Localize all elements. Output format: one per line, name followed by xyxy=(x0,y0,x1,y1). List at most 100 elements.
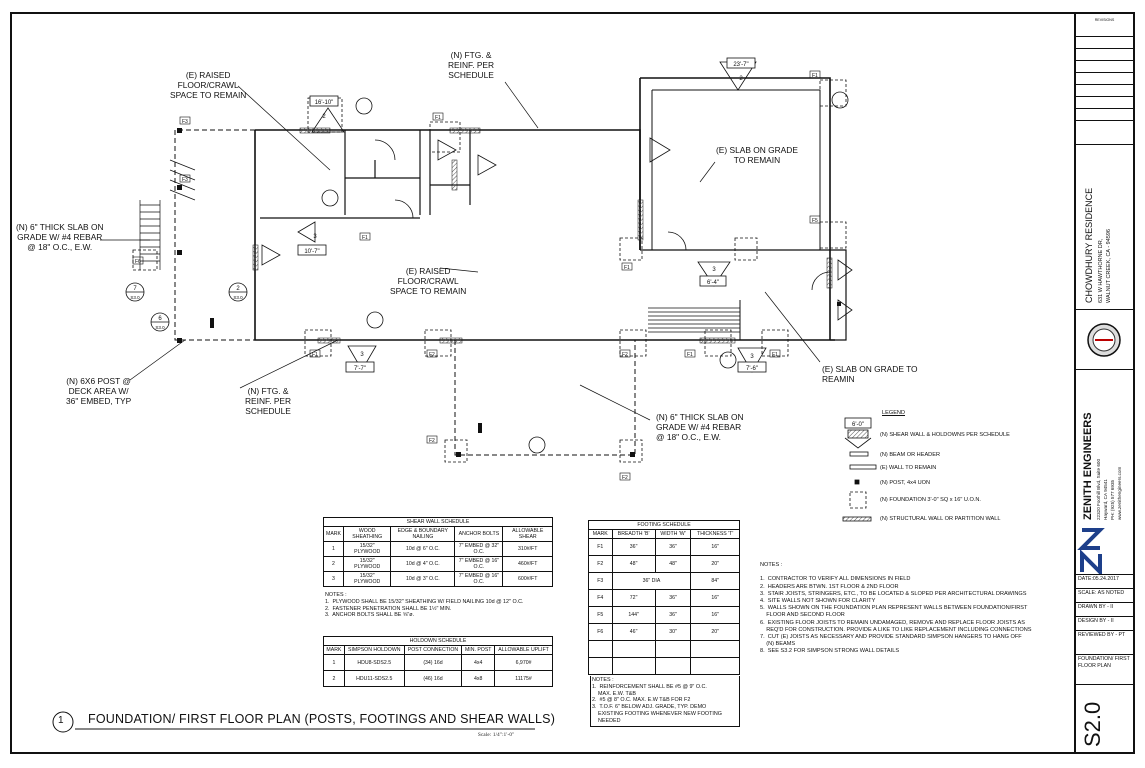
legend-item: (N) BEAM OR HEADER xyxy=(880,452,940,458)
cell: 30" xyxy=(654,623,692,641)
cell: F4 xyxy=(588,589,613,607)
cell: HDU8-SDS2.5 xyxy=(343,654,405,671)
svg-text:F1: F1 xyxy=(624,265,630,271)
cell: 3 xyxy=(323,571,344,587)
project-address-1: 631 W HAWTHORNE DR, xyxy=(1098,238,1104,303)
svg-text:6: 6 xyxy=(158,316,162,322)
legend-item: (N) SHEAR WALL & HOLDOWNS PER SCHEDULE xyxy=(880,432,1010,438)
cell: 7" EMBED @ 16" O.C. xyxy=(454,556,504,572)
cell: 16" xyxy=(690,606,740,624)
legend-item: (N) POST, 4x4 UON xyxy=(880,480,931,486)
label-raised-floor-top: (E) RAISED FLOOR/CRAWL SPACE TO REMAIN xyxy=(170,70,247,100)
label-footing-bottom: (N) FTG. & REINF. PER SCHEDULE xyxy=(245,386,292,416)
svg-text:F3: F3 xyxy=(182,119,188,125)
legend-title: LEGEND xyxy=(882,410,906,416)
drawing-sheet xyxy=(10,12,1076,754)
svg-text:2: 2 xyxy=(236,286,240,292)
shear-schedule-title: SHEAR WALL SCHEDULE xyxy=(323,517,553,526)
wall-right-block xyxy=(640,77,831,340)
svg-text:2: 2 xyxy=(739,76,743,82)
dim-4: 6'-4" xyxy=(707,280,719,286)
cell: 4x8 xyxy=(461,670,496,687)
cell: 16" xyxy=(690,538,740,556)
cell: 15/32" PLYWOOD xyxy=(342,571,392,587)
label-footing-top: (N) FTG. & REINF. PER SCHEDULE xyxy=(448,50,495,80)
cell: (46) 16d xyxy=(403,670,463,687)
cell: 460#/FT xyxy=(502,556,553,572)
revisions-area: REVISIONS xyxy=(1076,14,1133,144)
cell: F5 xyxy=(588,606,613,624)
footing-schedule-title: FOOTING SCHEDULE xyxy=(588,520,740,529)
cell: F1 xyxy=(588,538,613,556)
cell: 36" xyxy=(654,606,692,624)
plan-drawing: F3 F3 F1 F1 F1 F1 F5 F1 F2 F2 F1 F1 F2 F… xyxy=(52,57,877,733)
cell: (34) 16d xyxy=(403,654,463,671)
svg-text:S3.0: S3.0 xyxy=(233,295,243,300)
label-raised-floor-mid: (E) RAISED FLOOR/CRAWL SPACE TO REMAIN xyxy=(390,266,467,296)
svg-text:3: 3 xyxy=(750,354,754,360)
cell: HDU11-SDS2.5 xyxy=(343,670,405,687)
holdown-schedule: HOLDOWN SCHEDULE MARK SIMPSON HOLDOWN PO… xyxy=(323,636,553,687)
scale-cell: SCALE: AS NOTED xyxy=(1076,588,1133,602)
footing-header: THICKNESS 'T' xyxy=(690,529,740,539)
cell: 84" xyxy=(690,572,740,590)
design-by: DESIGN BY - II xyxy=(1076,616,1133,630)
footing-header: BREADTH 'B' xyxy=(611,529,656,539)
svg-text:2: 2 xyxy=(322,114,326,120)
cell: 7" EMBED @ 32" O.C. xyxy=(454,541,504,557)
cell: 48" xyxy=(654,555,692,573)
svg-text:F1: F1 xyxy=(687,352,693,358)
svg-text:F2: F2 xyxy=(429,352,435,358)
cell: 1 xyxy=(323,541,344,557)
cell: 10d @ 6" O.C. xyxy=(390,541,456,557)
wall-north xyxy=(255,129,641,250)
shear-header: WOOD SHEATHING xyxy=(342,526,392,542)
svg-text:S3.0: S3.0 xyxy=(155,325,165,330)
firm-logo-area xyxy=(1076,309,1133,370)
shear-header: ALLOWABLE SHEAR xyxy=(502,526,553,542)
holdown-header: POST CONNECTION xyxy=(403,645,463,655)
shear-wall-schedule: SHEAR WALL SCHEDULE MARK WOOD SHEATHING … xyxy=(323,517,553,587)
legend-item: (N) STRUCTURAL WALL OR PARTITION WALL xyxy=(880,516,1001,522)
revisions-label: REVISIONS xyxy=(1094,18,1115,22)
footing-header: MARK xyxy=(588,529,613,539)
legend-item: (N) FOUNDATION 3'-0" SQ x 16" U.O.N. xyxy=(880,497,981,503)
svg-text:F3: F3 xyxy=(182,177,188,183)
cell: 48" xyxy=(611,555,656,573)
cell: 36" xyxy=(654,589,692,607)
cell: 72" xyxy=(611,589,656,607)
cell: 36" DIA xyxy=(611,572,692,590)
reviewed-by: REVIEWED BY - PT xyxy=(1076,630,1133,654)
cell: 600#/FT xyxy=(502,571,553,587)
cell: F2 xyxy=(588,555,613,573)
cell: 2 xyxy=(323,670,345,687)
zn-logo-icon xyxy=(1077,528,1105,575)
label-post: (N) 6X6 POST @ DECK AREA W/ 36" EMBED, T… xyxy=(66,376,132,406)
dim-6: 7'-6" xyxy=(746,366,758,372)
cell: 36" xyxy=(654,538,692,556)
label-slab-bottom: (N) 6" THICK SLAB ON GRADE W/ #4 REBAR @… xyxy=(656,412,744,442)
dim-5: 7'-7" xyxy=(354,366,366,372)
cell: 15/32" PLYWOOD xyxy=(342,556,392,572)
cell: 144" xyxy=(611,606,656,624)
svg-text:F2: F2 xyxy=(429,438,435,444)
footing-header: WIDTH 'W' xyxy=(654,529,692,539)
firm-info: ZENITH ENGINEERS 22320 Foothill Blvd, Su… xyxy=(1076,369,1133,575)
shear-schedule-notes: NOTES : 1. PLYWOOD SHALL BE 15/32" SHEAT… xyxy=(325,592,524,619)
cell: 10d @ 3" O.C. xyxy=(390,571,456,587)
svg-text:F1: F1 xyxy=(812,73,818,79)
cell: 16" xyxy=(690,589,740,607)
cell: 20" xyxy=(690,623,740,641)
drawing-scale: Scale: 1/4":1'-0" xyxy=(478,733,515,738)
cell: 36" xyxy=(611,538,656,556)
svg-text:F1: F1 xyxy=(435,115,441,121)
cell: 10d @ 4" O.C. xyxy=(390,556,456,572)
cell: 2 xyxy=(323,556,344,572)
